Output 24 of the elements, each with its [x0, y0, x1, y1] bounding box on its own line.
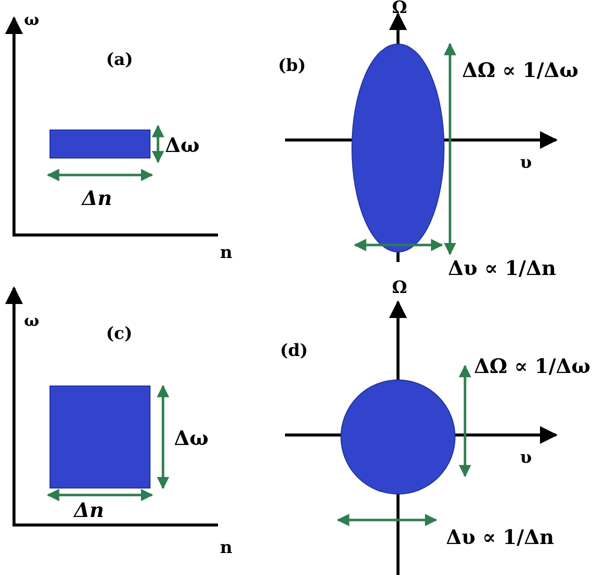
panel-label: (b) — [278, 58, 306, 75]
formula: Δυ ∝ 1/Δn — [446, 527, 554, 547]
dimension-label: Δn — [74, 500, 104, 520]
axis-label: Ω — [392, 280, 408, 297]
axis-label: ω — [24, 12, 40, 28]
filled-circle — [340, 380, 456, 494]
panel-label: (c) — [106, 326, 132, 343]
filled-ellipse — [352, 44, 444, 252]
dimension-label: Δω — [165, 135, 200, 155]
formula: Δυ ∝ 1/Δn — [448, 258, 556, 278]
filled-rectangle — [50, 130, 150, 158]
axis-label: υ — [520, 450, 532, 467]
formula: ΔΩ ∝ 1/Δω — [474, 356, 590, 376]
filled-rectangle — [50, 386, 150, 488]
axis-label: ω — [24, 313, 40, 329]
axis-label: n — [220, 540, 232, 557]
dimension-label: Δn — [82, 188, 112, 208]
panel-label: (a) — [106, 52, 134, 69]
dimension-label: Δω — [174, 428, 209, 448]
axis-label: n — [220, 245, 232, 262]
panel-label: (d) — [280, 343, 308, 360]
formula: ΔΩ ∝ 1/Δω — [462, 60, 578, 80]
axis-label: Ω — [392, 0, 408, 17]
axis-label: υ — [520, 155, 532, 172]
